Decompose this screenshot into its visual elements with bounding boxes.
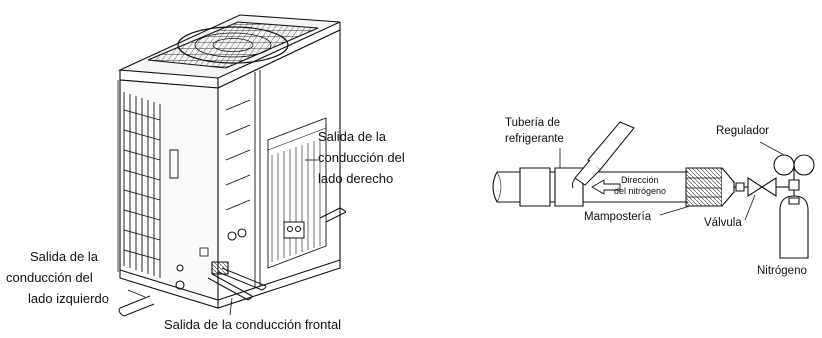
service-port-block [284, 222, 304, 238]
front-slats [226, 100, 250, 210]
masonry-leader [660, 206, 690, 215]
unit-front-face [218, 30, 340, 300]
outdoor-unit [118, 15, 340, 308]
fan-ring [178, 27, 288, 63]
regulator-icon [774, 155, 814, 200]
front-outlet-pipe-2 [218, 268, 266, 290]
left-louvers [124, 92, 160, 278]
left-outlet-label-line-1: Salida de la [30, 249, 98, 264]
refrigerant-pipe-label-line-1: Tubería de [505, 117, 561, 129]
nitrogen-label: Nitrógeno [757, 265, 807, 277]
front-leader [230, 298, 232, 315]
right-outlet-pipe [320, 208, 346, 222]
brazing-torch [572, 122, 634, 188]
brazing-diagram [493, 122, 814, 258]
front-outlet-pipe-1 [208, 274, 252, 300]
front-access-panel [268, 118, 326, 268]
masonry-block [686, 168, 734, 206]
valve-label: Válvula [704, 217, 742, 229]
valve-leader [745, 195, 755, 220]
regulator-leader [760, 142, 784, 155]
front-outlet-label: Salida de la conducción frontal [164, 317, 342, 332]
outlet-pipes [119, 160, 346, 316]
refrigerant-pipe-label-line-2: refrigerante [505, 133, 564, 145]
right-outlet-label-line-2: conducción del [318, 150, 405, 165]
nitrogen-direction-arrow [592, 180, 620, 194]
regulator-label: Regulador [716, 125, 770, 137]
masonry-label: Mampostería [584, 211, 652, 223]
right-outlet-label-line-3: lado derecho [318, 171, 394, 186]
nitrogen-cylinder-icon [780, 196, 808, 258]
nitrogen-direction-label-line-2: del nitrógeno [614, 186, 667, 196]
left-outlet-label-line-2: conducción del [6, 270, 93, 285]
left-leader [128, 290, 145, 297]
front-pipe-outlet [212, 262, 228, 274]
left-outlet-label-line-3: lado izquierdo [28, 291, 109, 306]
left-outlet-pipe [120, 296, 154, 316]
valve-icon [748, 178, 776, 196]
right-outlet-label-line-1: Salida de la [318, 129, 386, 144]
nitrogen-direction-label-line-1: Dirección [621, 175, 659, 185]
